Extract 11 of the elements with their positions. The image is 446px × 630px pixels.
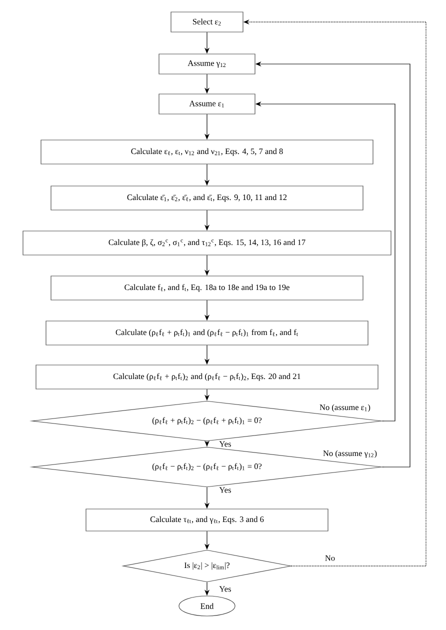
process-box: Calculate f$_{ℓ}$, and f$_{t}$, Eq. 18a to 18e and 19a to 19e (50, 276, 364, 300)
process-box: Calculate (ρ$_{ℓ}$f$_{ℓ}$ + ρ$_{t}$f$_{t}$)$_{2}$ and (ρ$_{ℓ}$f$_{ℓ}$ − ρ$_{t}$f$_{t}$)$_{2}$, Eqs. 20 and 21 (36, 364, 378, 390)
process-box: Calculate (ρ$_{ℓ}$f$_{ℓ}$ + ρ$_{t}$f$_{t}$)$_{1}$ and (ρ$_{ℓ}$f$_{ℓ}$ − ρ$_{t}$f$_{t}$)$_{1}$ from f$_{ℓ}$, and f$_{t}$ (46, 320, 368, 346)
process-box: Calculate ε̄$_{1}$, ε̄$_{2}$, ε̄$_{ℓ}$, and ε̄$_{t}$, Eqs. 9, 10, 11 and 12 (50, 186, 364, 210)
process-box: Select ε$_{2}$ (170, 12, 244, 32)
process-box: Assume γ$_{12}$ (158, 54, 256, 74)
process-box: Calculate τ$_{ℓt}$, and γ$_{ℓt}$, Eqs. 3 and 6 (86, 508, 328, 532)
process-box: Calculate β, ζ, σ$_{2}$$^{c}$, σ$_{1}$$^{c}$, and τ$_{12}$$^{c}$, Eqs. 15, 14, 13, 16 and 17 (22, 230, 392, 256)
end-terminator: End (178, 596, 236, 616)
process-box: Calculate ε$_{ℓ}$, ε$_{t}$, ν$_{12}$ and ν$_{21}$, Eqs. 4, 5, 7 and 8 (40, 140, 374, 164)
process-box: Assume ε$_{1}$ (158, 94, 256, 114)
